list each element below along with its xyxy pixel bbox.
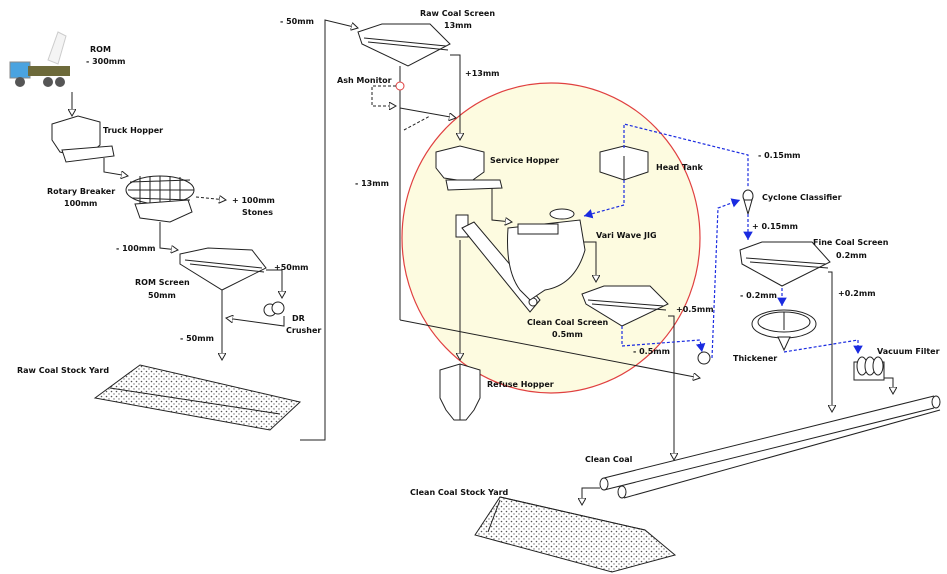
label-service-hopper: Service Hopper (490, 156, 559, 165)
vari-wave-jig (507, 208, 586, 301)
refuse-hopper (439, 363, 481, 421)
label-clean-coal: Clean Coal (585, 455, 633, 464)
label-minus-0-2mm: - 0.2mm (740, 291, 777, 300)
label-clean-coal-screen: Clean Coal Screen (527, 318, 609, 327)
label-rom-screen: ROM Screen (135, 278, 190, 287)
label-fine-coal-screen-size: 0.2mm (836, 251, 867, 260)
label-minus-50mm-rom: - 50mm (180, 334, 214, 343)
label-plus-0-15mm: + 0.15mm (752, 222, 798, 231)
label-plus-0-2mm: +0.2mm (838, 289, 876, 298)
label-head-tank: Head Tank (656, 163, 704, 172)
rom-truck-icon (9, 31, 70, 87)
label-raw-coal-screen-size: 13mm (444, 21, 472, 30)
cyclone-classifier (742, 189, 754, 216)
label-minus-50mm-top: - 50mm (280, 17, 314, 26)
thickener (751, 309, 817, 352)
rom-screen (179, 247, 267, 291)
label-raw-coal-stock-yard: Raw Coal Stock Yard (17, 366, 109, 375)
sump-pump-icon (697, 351, 711, 365)
label-rom: ROM (90, 45, 111, 54)
label-fine-coal-screen: Fine Coal Screen (813, 238, 889, 247)
label-vari-wave-jig: Vari Wave JIG (596, 231, 657, 240)
clean-coal-conveyor (599, 395, 941, 499)
label-plus-0-5mm: +0.5mm (676, 305, 714, 314)
label-minus-0-15mm: - 0.15mm (758, 151, 801, 160)
ash-monitor-icon (395, 81, 405, 91)
label-ash-monitor: Ash Monitor (337, 76, 392, 85)
head-tank (599, 145, 649, 181)
raw-coal-stockpile (93, 364, 302, 431)
label-crusher: Crusher (286, 326, 321, 335)
label-rom-screen-size: 50mm (148, 291, 176, 300)
label-minus-13mm: - 13mm (355, 179, 389, 188)
label-dr: DR (292, 314, 305, 323)
label-clean-coal-stock-yard: Clean Coal Stock Yard (410, 488, 509, 497)
label-plus-50mm: +50mm (274, 263, 309, 272)
label-thickener: Thickener (733, 354, 777, 363)
fine-coal-screen (739, 241, 831, 287)
label-rotary-breaker: Rotary Breaker (47, 187, 115, 196)
label-stones: Stones (242, 208, 273, 217)
dr-crusher (263, 301, 285, 317)
raw-coal-screen (357, 23, 451, 67)
label-rotary-breaker-size: 100mm (64, 199, 97, 208)
clean-coal-screen (581, 285, 669, 327)
label-plus-100mm: + 100mm (232, 196, 275, 205)
label-truck-hopper: Truck Hopper (103, 126, 163, 135)
label-plus-13mm: +13mm (465, 69, 500, 78)
truck-hopper (51, 115, 115, 163)
label-minus-100mm: - 100mm (116, 244, 155, 253)
service-hopper (435, 145, 503, 191)
label-rom-size: - 300mm (86, 57, 125, 66)
label-minus-0-5mm: - 0.5mm (633, 347, 670, 356)
label-vacuum-filter: Vacuum Filter (877, 347, 940, 356)
label-refuse-hopper: Refuse Hopper (487, 380, 554, 389)
label-cyclone-classifier: Cyclone Classifier (762, 193, 842, 202)
label-raw-coal-screen: Raw Coal Screen (420, 9, 495, 18)
label-clean-coal-screen-size: 0.5mm (552, 330, 583, 339)
rotary-breaker (125, 175, 195, 223)
vacuum-filter (853, 356, 885, 381)
clean-coal-stockpile (474, 496, 677, 573)
